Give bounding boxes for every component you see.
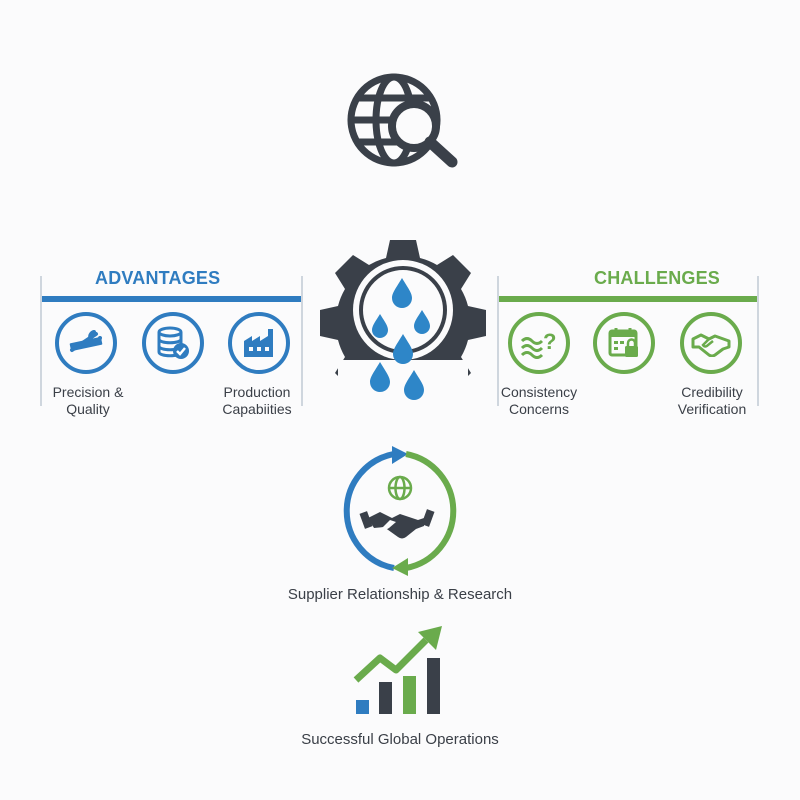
challenge-label-consistency: Consistency Concerns: [500, 384, 578, 417]
advantage-label-production: Production Capabiities: [222, 384, 292, 417]
calendar-lock-icon: [608, 328, 638, 357]
challenge-label-credibility: Credibility Verification: [677, 384, 747, 417]
handshake-icon: [691, 333, 731, 357]
advantages-title: ADVANTAGES: [95, 268, 221, 288]
advantages-bar: [40, 296, 303, 302]
wave-question-icon: ?: [520, 329, 556, 359]
advantage-item-database: [142, 312, 204, 374]
advantages-bracket-right: [301, 276, 303, 406]
challenges-bracket-right: [757, 276, 759, 406]
advantage-label-precision: Precision & Quality: [52, 384, 124, 417]
factory-icon: [244, 329, 273, 357]
relationship-caption: Supplier Relationship & Research: [287, 586, 513, 603]
growth-caption: Successful Global Operations: [301, 731, 499, 748]
database-check-icon: [157, 326, 189, 359]
advantage-item-production: [228, 312, 290, 374]
svg-text:?: ?: [543, 329, 556, 354]
wrench-ruler-icon: [69, 330, 103, 352]
growth-chart-icon: [353, 626, 442, 714]
advantage-item-precision: [55, 312, 117, 374]
challenges-title: CHALLENGES: [594, 268, 721, 288]
advantages-bracket-left: [40, 276, 42, 406]
challenge-item-calendar: [593, 312, 655, 374]
challenges-bracket-left: [497, 276, 499, 406]
challenge-item-consistency: ?: [508, 312, 570, 374]
globe-search-icon: [347, 73, 458, 168]
gear-water-drops-icon: [320, 240, 486, 410]
challenge-item-credibility: [680, 312, 742, 374]
cycle-handshake-globe-icon: [343, 446, 457, 576]
challenges-bar: [497, 296, 759, 302]
